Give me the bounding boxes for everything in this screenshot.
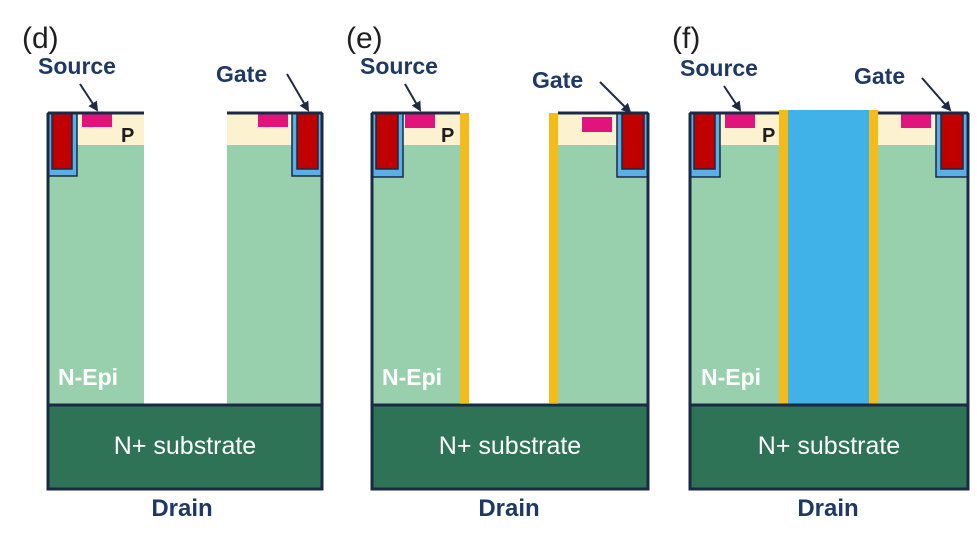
source-arrow xyxy=(79,83,99,112)
gate-electrode-right xyxy=(940,112,964,170)
source-implant-right xyxy=(582,117,612,132)
trench-fill xyxy=(788,110,869,405)
p-label: P xyxy=(441,125,454,147)
gate-callout: Gate xyxy=(532,67,583,93)
gate-arrow xyxy=(286,73,310,112)
source-callout: Source xyxy=(38,53,116,79)
trench-liner-left xyxy=(460,113,469,403)
n-plus-substrate xyxy=(46,403,324,491)
source-implant-right xyxy=(258,113,288,127)
n-plus-substrate xyxy=(688,403,970,491)
source-implant-left xyxy=(725,113,755,128)
n-plus-substrate xyxy=(370,403,650,491)
substrate-label: N+ substrate xyxy=(758,432,900,460)
gate-electrode-left xyxy=(51,112,73,170)
n-epi-label: N-Epi xyxy=(382,364,442,390)
panel-label: (e) xyxy=(346,22,383,55)
substrate-label: N+ substrate xyxy=(439,432,581,460)
panel-f: (f) P N-Epi N+ substrate Drain Source Ga… xyxy=(672,22,970,522)
gate-electrode-right xyxy=(296,112,319,170)
panel-label: (d) xyxy=(22,22,59,55)
trench-liner-left xyxy=(779,110,788,405)
panel-label: (f) xyxy=(672,22,700,55)
substrate-label: N+ substrate xyxy=(114,432,256,460)
trench-liner-right xyxy=(869,110,878,405)
gate-electrode-right xyxy=(621,112,645,170)
source-implant-left xyxy=(405,113,435,128)
gate-arrow xyxy=(921,77,952,112)
source-arrow xyxy=(404,83,421,112)
n-epi-label: N-Epi xyxy=(58,364,118,390)
gate-callout: Gate xyxy=(854,63,905,89)
drain-label: Drain xyxy=(797,495,858,522)
gate-arrow xyxy=(599,81,632,114)
n-epi-label: N-Epi xyxy=(701,364,761,390)
source-implant-left xyxy=(82,113,112,127)
source-implant-right xyxy=(901,113,931,128)
source-arrow xyxy=(723,85,742,112)
gate-callout: Gate xyxy=(216,61,267,87)
source-callout: Source xyxy=(680,55,758,81)
source-callout: Source xyxy=(360,53,438,79)
drain-label: Drain xyxy=(478,495,539,522)
p-label: P xyxy=(121,125,134,147)
drain-label: Drain xyxy=(151,495,212,522)
gate-electrode-left xyxy=(375,112,399,170)
p-label: P xyxy=(762,125,775,147)
panel-d: (d) P N-Epi N+ substrate Drain Source Ga… xyxy=(22,22,324,522)
panel-e: (e) P N-Epi N+ substrate Drain Source Ga… xyxy=(346,22,650,522)
trench-liner-right xyxy=(549,113,558,403)
gate-electrode-left xyxy=(693,112,716,170)
